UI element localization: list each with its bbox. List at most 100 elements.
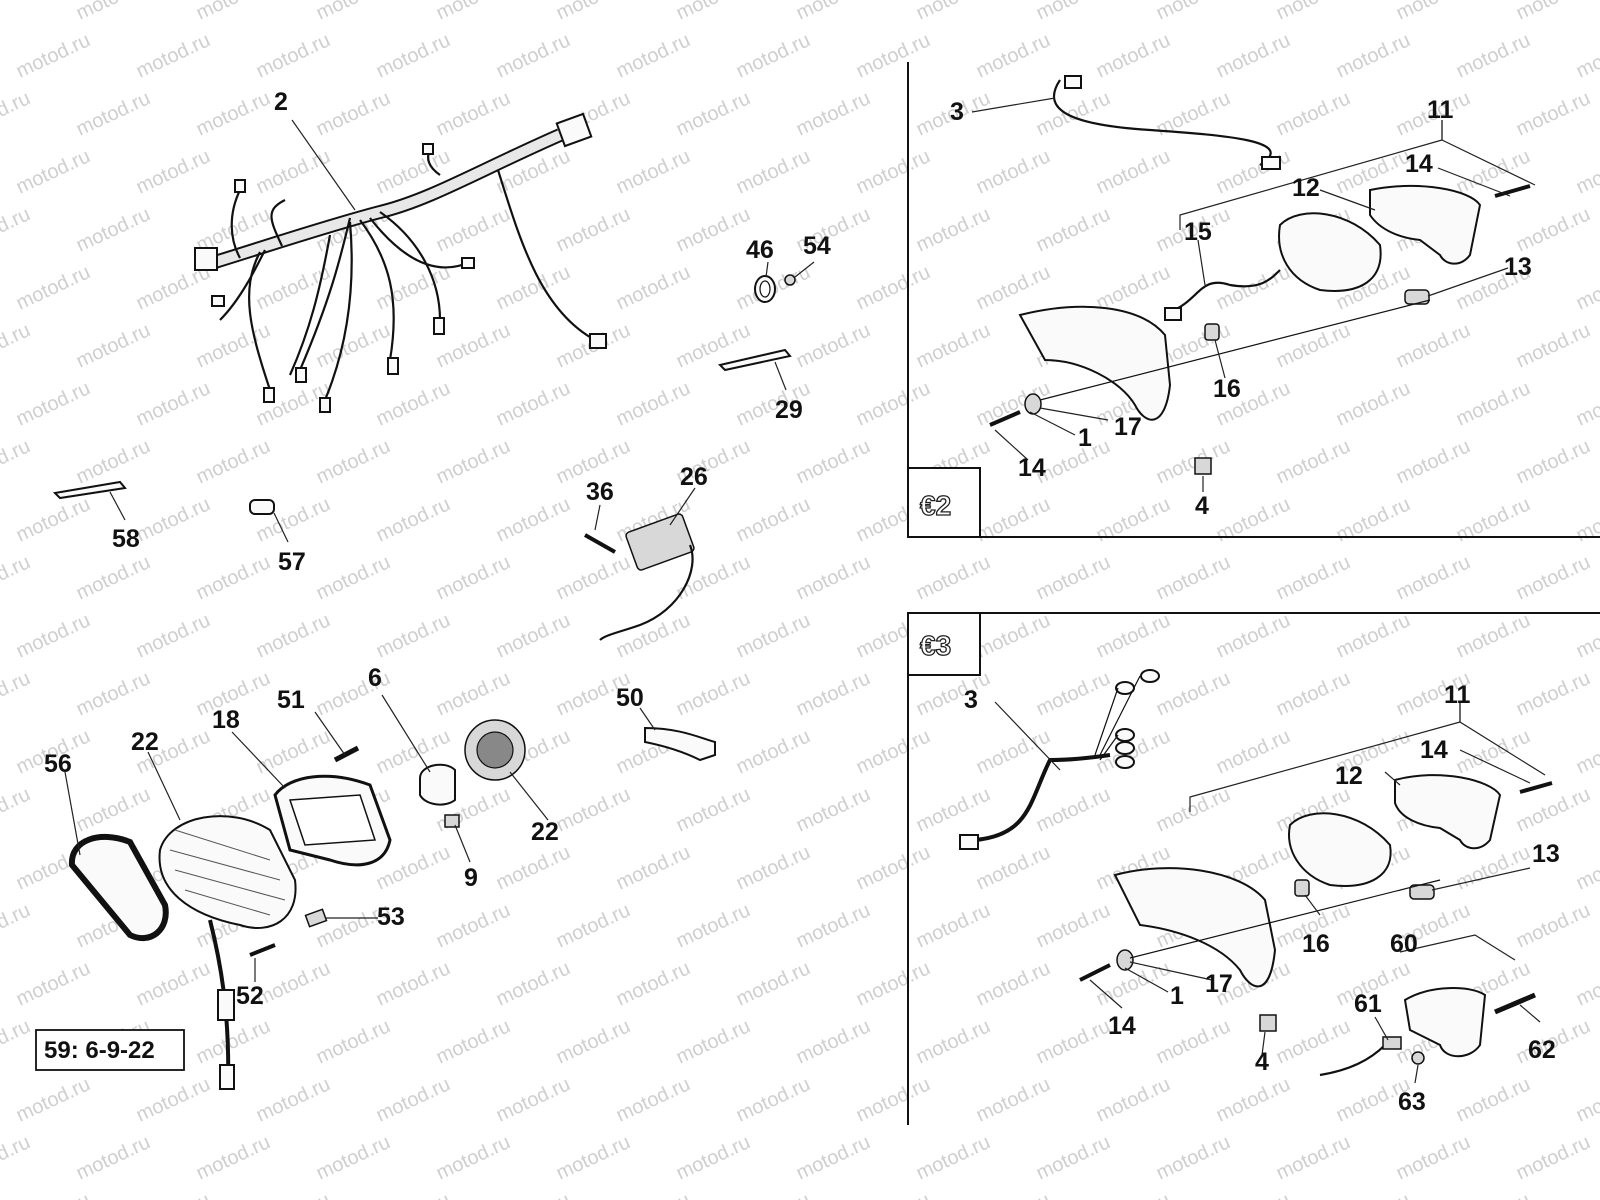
watermark-text: motod.ru xyxy=(1093,609,1174,662)
watermark-text: motod.ru xyxy=(613,1189,694,1200)
callout-2: 2 xyxy=(274,88,288,116)
watermark-text: motod.ru xyxy=(1393,551,1474,604)
cable-tie-29 xyxy=(718,348,792,372)
watermark-text: motod.ru xyxy=(553,783,634,836)
watermark-text: motod.ru xyxy=(13,609,94,662)
watermark-text: motod.ru xyxy=(613,377,694,430)
watermark-text: motod.ru xyxy=(1213,145,1294,198)
watermark-text: motod.ru xyxy=(673,87,754,140)
watermark-text: motod.ru xyxy=(73,87,154,140)
watermark-text: motod.ru xyxy=(553,899,634,952)
watermark-text: motod.ru xyxy=(1093,957,1174,1010)
watermark-text: motod.ru xyxy=(133,957,214,1010)
callout-51: 51 xyxy=(277,686,305,714)
watermark-text: motod.ru xyxy=(1453,145,1534,198)
watermark-text: motod.ru xyxy=(1033,0,1114,25)
watermark-text: motod.ru xyxy=(13,29,94,82)
callout-e3-61: 61 xyxy=(1354,990,1382,1018)
e3-parts xyxy=(959,669,1553,1077)
watermark-text: motod.ru xyxy=(853,725,934,778)
watermark-text: motod.ru xyxy=(1093,29,1174,82)
watermark-text: motod.ru xyxy=(253,261,334,314)
callout-54: 54 xyxy=(803,232,831,260)
watermark-text: motod.ru xyxy=(0,0,34,25)
watermark-text: motod.ru xyxy=(553,551,634,604)
watermark-text: motod.ru xyxy=(613,841,694,894)
clamp-46 xyxy=(754,274,796,303)
watermark-text: motod.ru xyxy=(193,1015,274,1068)
watermark-text: motod.ru xyxy=(13,377,94,430)
watermark-text: motod.ru xyxy=(913,783,994,836)
watermark-text: motod.ru xyxy=(673,667,754,720)
watermark-text: motod.ru xyxy=(673,0,754,25)
watermark-text: motod.ru xyxy=(433,1131,514,1184)
watermark-text: motod.ru xyxy=(0,203,34,256)
watermark-text: motod.ru xyxy=(673,1131,754,1184)
callout-e2-1: 1 xyxy=(1078,424,1092,452)
watermark-text: motod.ru xyxy=(673,1015,754,1068)
watermark-text: motod.ru xyxy=(493,609,574,662)
watermark-text: motod.ru xyxy=(793,551,874,604)
watermark-text: motod.ru xyxy=(433,435,514,488)
watermark-text: motod.ru xyxy=(0,551,34,604)
watermark-text: motod.ru xyxy=(1573,957,1600,1010)
watermark-text: motod.ru xyxy=(313,551,394,604)
callout-22-socket: 22 xyxy=(531,818,559,846)
callout-18: 18 xyxy=(212,706,240,734)
watermark-text: motod.ru xyxy=(853,377,934,430)
watermark-text: motod.ru xyxy=(793,783,874,836)
watermark-text: motod.ru xyxy=(1573,1073,1600,1126)
watermark-text: motod.ru xyxy=(1453,1189,1534,1200)
watermark-text: motod.ru xyxy=(373,493,454,546)
callout-56: 56 xyxy=(44,750,72,778)
watermark-text: motod.ru xyxy=(13,493,94,546)
watermark-text: motod.ru xyxy=(73,1131,154,1184)
callout-58: 58 xyxy=(112,525,140,553)
watermark-text: motod.ru xyxy=(1153,551,1234,604)
watermark-text: motod.ru xyxy=(913,1131,994,1184)
watermark-text: motod.ru xyxy=(733,1189,814,1200)
watermark-text: motod.ru xyxy=(973,725,1054,778)
watermark-text: motod.ru xyxy=(733,29,814,82)
watermark-text: motod.ru xyxy=(793,319,874,372)
watermark-text: motod.ru xyxy=(313,1131,394,1184)
watermark-text: motod.ru xyxy=(1273,667,1354,720)
callout-e3-63: 63 xyxy=(1398,1088,1426,1116)
watermark-text: motod.ru xyxy=(1513,0,1594,25)
watermark-text: motod.ru xyxy=(1153,783,1234,836)
wiring-harness xyxy=(194,112,607,413)
watermark-text: motod.ru xyxy=(613,261,694,314)
watermark-text: motod.ru xyxy=(1453,841,1534,894)
panel-e3: €3 xyxy=(907,612,1600,1125)
watermark-text: motod.ru xyxy=(853,957,934,1010)
watermark-text: motod.ru xyxy=(73,319,154,372)
watermark-text: motod.ru xyxy=(253,1073,334,1126)
watermark-text: motod.ru xyxy=(433,551,514,604)
watermark-text: motod.ru xyxy=(613,1073,694,1126)
watermark-text: motod.ru xyxy=(973,29,1054,82)
watermark-text: motod.ru xyxy=(793,667,874,720)
watermark-text: motod.ru xyxy=(13,1189,94,1200)
callout-e3-62: 62 xyxy=(1528,1036,1556,1064)
watermark-text: motod.ru xyxy=(0,435,34,488)
leader-lines xyxy=(64,97,1546,1084)
callout-e2-3: 3 xyxy=(950,98,964,126)
watermark-text: motod.ru xyxy=(133,1189,214,1200)
watermark-text: motod.ru xyxy=(913,319,994,372)
watermark-text: motod.ru xyxy=(493,493,574,546)
watermark-text: motod.ru xyxy=(1573,609,1600,662)
watermark-text: motod.ru xyxy=(253,29,334,82)
watermark-text: motod.ru xyxy=(1033,667,1114,720)
watermark-text: motod.ru xyxy=(133,609,214,662)
callout-9: 9 xyxy=(464,864,478,892)
watermark-text: motod.ru xyxy=(133,29,214,82)
watermark-text: motod.ru xyxy=(493,841,574,894)
callout-26: 26 xyxy=(680,463,708,491)
watermark-text: motod.ru xyxy=(0,1131,34,1184)
watermark-text: motod.ru xyxy=(1513,87,1594,140)
watermark-text: motod.ru xyxy=(1213,1189,1294,1200)
watermark-text: motod.ru xyxy=(1033,1131,1114,1184)
note-text: 59: 6-9-22 xyxy=(44,1037,155,1064)
watermark-text: motod.ru xyxy=(373,377,454,430)
watermark-text: motod.ru xyxy=(1333,29,1414,82)
